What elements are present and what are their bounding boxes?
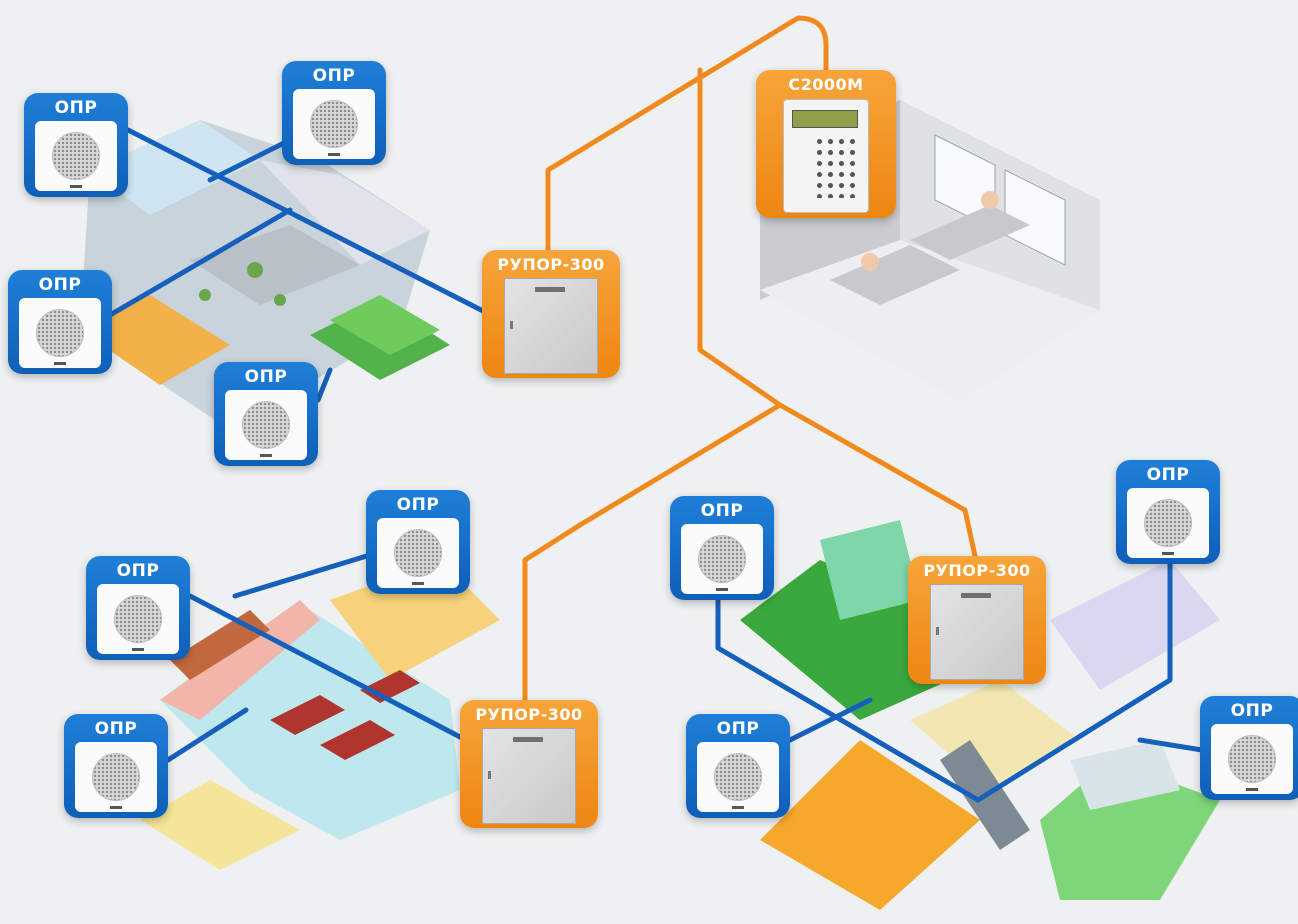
amplifier-cabinet-icon	[930, 584, 1024, 680]
orange-line-3	[522, 402, 783, 703]
speaker-grille-icon	[97, 584, 179, 654]
blue-line-5	[232, 552, 373, 599]
food-court-scene	[140, 560, 500, 870]
opr-speaker-card-8[interactable]: ОПР	[670, 496, 774, 600]
speaker-grille-icon	[293, 89, 375, 159]
mall-atrium-scene	[80, 120, 450, 430]
orange-line-1	[545, 15, 829, 253]
opr-label: ОПР	[94, 719, 138, 739]
speaker-grille-icon	[35, 121, 117, 191]
speaker-grille-icon	[1127, 488, 1209, 558]
rupor-label: РУПОР-300	[923, 561, 1031, 580]
opr-label: ОПР	[116, 561, 160, 581]
blue-line-1	[125, 127, 488, 315]
opr-label: ОПР	[716, 719, 760, 739]
speaker-grille-icon	[681, 524, 763, 594]
rupor-300-card-3[interactable]: РУПОР-300	[908, 556, 1046, 684]
c2000m-card[interactable]: С2000М	[756, 70, 896, 218]
opr-speaker-card-7[interactable]: ОПР	[64, 714, 168, 818]
keypad-keys	[814, 136, 858, 198]
lcd-screen	[792, 110, 858, 128]
blue-line-3	[107, 207, 293, 318]
speaker-grille-icon	[75, 742, 157, 812]
blue-line-7	[165, 707, 249, 763]
speaker-grille-icon	[697, 742, 779, 812]
opr-label: ОПР	[1146, 465, 1190, 485]
opr-label: ОПР	[54, 98, 98, 118]
opr-speaker-card-9[interactable]: ОПР	[1116, 460, 1220, 564]
blue-speaker-lines	[107, 127, 1205, 803]
c2000m-label: С2000М	[788, 75, 864, 94]
opr-label: ОПР	[1230, 701, 1274, 721]
rupor-300-card-2[interactable]: РУПОР-300	[460, 700, 598, 828]
speaker-grille-icon	[19, 298, 101, 368]
opr-speaker-card-1[interactable]: ОПР	[24, 93, 128, 197]
opr-speaker-card-10[interactable]: ОПР	[686, 714, 790, 818]
amplifier-cabinet-icon	[482, 728, 576, 824]
orange-network-lines	[522, 15, 978, 703]
opr-label: ОПР	[312, 66, 356, 86]
rupor-300-card-1[interactable]: РУПОР-300	[482, 250, 620, 378]
speaker-grille-icon	[1211, 724, 1293, 794]
opr-label: ОПР	[700, 501, 744, 521]
blue-line-4	[315, 367, 333, 403]
opr-speaker-card-2[interactable]: ОПР	[282, 61, 386, 165]
retail-floors-scene	[740, 520, 1220, 910]
opr-speaker-card-4[interactable]: ОПР	[214, 362, 318, 466]
opr-label: ОПР	[244, 367, 288, 387]
rupor-label: РУПОР-300	[475, 705, 583, 724]
blue-line-6	[187, 593, 465, 741]
control-panel-keypad-icon	[783, 99, 869, 213]
opr-speaker-card-11[interactable]: ОПР	[1200, 696, 1298, 800]
opr-speaker-card-5[interactable]: ОПР	[366, 490, 470, 594]
blue-line-10	[1137, 737, 1205, 753]
blue-line-2	[207, 137, 293, 183]
opr-speaker-card-3[interactable]: ОПР	[8, 270, 112, 374]
rupor-label: РУПОР-300	[497, 255, 605, 274]
blue-line-9	[787, 697, 873, 743]
speaker-grille-icon	[377, 518, 459, 588]
blue-line-8	[715, 559, 1173, 803]
amplifier-cabinet-icon	[504, 278, 598, 374]
opr-speaker-card-6[interactable]: ОПР	[86, 556, 190, 660]
opr-label: ОПР	[396, 495, 440, 515]
speaker-grille-icon	[225, 390, 307, 460]
opr-label: ОПР	[38, 275, 82, 295]
